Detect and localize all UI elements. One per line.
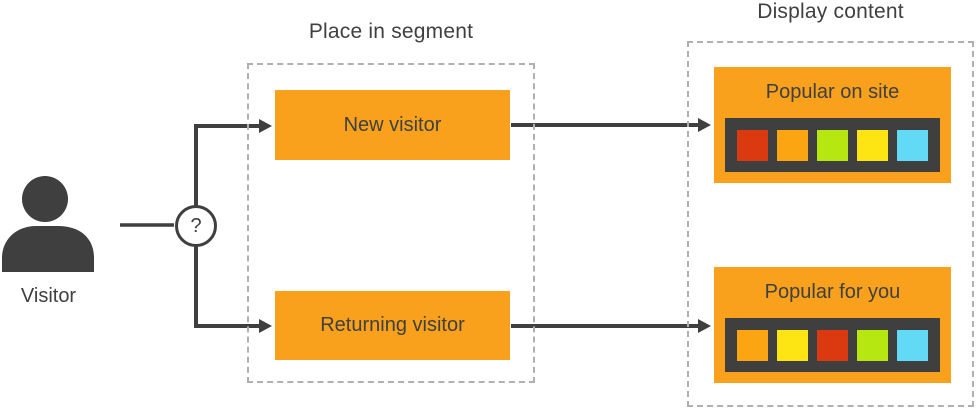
- new-visitor-label: New visitor: [343, 113, 442, 136]
- content-tile: [737, 129, 768, 161]
- content-tile: [857, 329, 888, 361]
- display-section-container: [687, 41, 974, 407]
- popular-on-site-card[interactable]: Popular on site: [714, 67, 951, 183]
- returning-visitor-box[interactable]: Returning visitor: [275, 291, 510, 360]
- content-tile: [897, 329, 928, 361]
- new-visitor-box[interactable]: New visitor: [275, 90, 510, 160]
- segment-section-container: [247, 63, 535, 383]
- content-tile: [777, 329, 808, 361]
- popular-for-you-card[interactable]: Popular for you: [714, 267, 951, 383]
- content-tile: [737, 329, 768, 361]
- content-tile: [857, 129, 888, 161]
- decision-symbol: ?: [190, 214, 202, 237]
- content-tile: [817, 129, 848, 161]
- visitor-label: Visitor: [20, 285, 77, 307]
- display-section-title: Display content: [757, 0, 904, 23]
- returning-visitor-label: Returning visitor: [320, 314, 465, 336]
- person-icon: [2, 176, 94, 272]
- decision-node: ?: [175, 205, 217, 247]
- content-tile: [777, 129, 808, 161]
- content-tile: [897, 129, 928, 161]
- popular-on-site-title: Popular on site: [765, 81, 900, 103]
- content-tile: [817, 329, 848, 361]
- popular-for-you-tile-strip: [725, 318, 940, 372]
- popular-on-site-tile-strip: [725, 118, 940, 172]
- popular-for-you-title: Popular for you: [764, 281, 901, 303]
- segment-section-title: Place in segment: [308, 20, 474, 43]
